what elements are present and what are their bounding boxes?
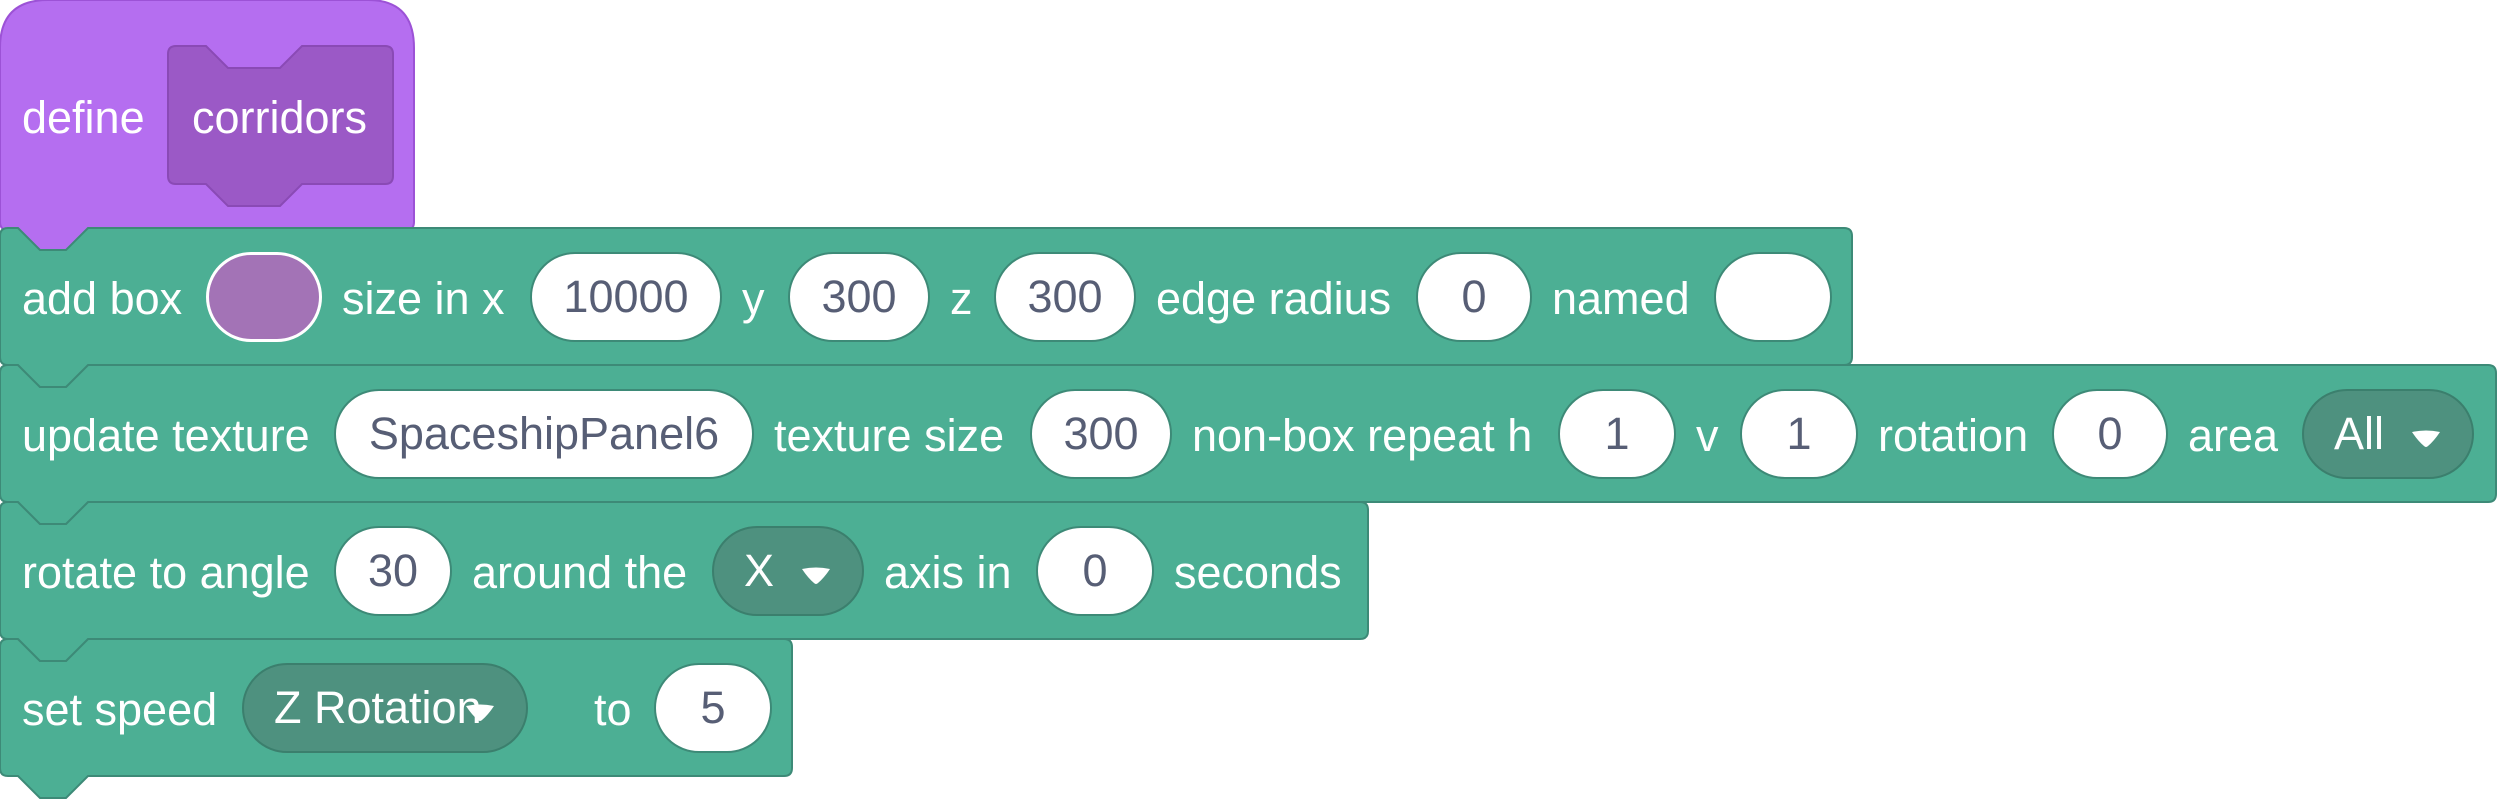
texture-size-input[interactable]: 300 — [1030, 389, 1172, 479]
chevron-down-icon — [802, 567, 830, 584]
axis-dropdown-value: X — [744, 545, 775, 596]
rotation-label: rotation — [1878, 410, 2029, 461]
size-in-x-label: size in x — [342, 273, 505, 324]
size-z-input[interactable]: 300 — [994, 252, 1136, 342]
procedure-name: corridors — [192, 92, 368, 143]
define-label: define — [22, 92, 145, 143]
texture-size-label: texture size — [774, 410, 1005, 461]
speed-input[interactable]: 5 — [654, 663, 772, 753]
area-dropdown-value: All — [2334, 408, 2385, 459]
edge-radius-input[interactable]: 0 — [1416, 252, 1532, 342]
repeat-h-label: non-box repeat h — [1192, 410, 1533, 461]
axis-dropdown[interactable]: X — [712, 526, 864, 616]
y-label: y — [742, 273, 765, 324]
chevron-down-icon — [466, 704, 494, 721]
speed-property-value: Z Rotation — [274, 682, 482, 733]
repeat-v-input[interactable]: 1 — [1740, 389, 1858, 479]
chevron-down-icon — [2412, 430, 2440, 447]
axis-in-label: axis in — [884, 547, 1012, 598]
size-x-input[interactable]: 10000 — [530, 252, 722, 342]
to-label: to — [594, 684, 632, 735]
angle-input[interactable]: 30 — [334, 526, 452, 616]
seconds-label: seconds — [1174, 547, 1342, 598]
area-dropdown[interactable]: All — [2302, 389, 2474, 479]
area-label: area — [2188, 410, 2279, 461]
repeat-h-input[interactable]: 1 — [1558, 389, 1676, 479]
duration-input[interactable]: 0 — [1036, 526, 1154, 616]
procedure-prototype-block[interactable] — [167, 45, 394, 207]
texture-name-input[interactable]: SpaceshipPanel6 — [334, 389, 754, 479]
edge-radius-label: edge radius — [1156, 273, 1392, 324]
size-y-input[interactable]: 300 — [788, 252, 930, 342]
v-label: v — [1696, 410, 1719, 461]
set-speed-label: set speed — [22, 684, 218, 735]
rotate-to-angle-label: rotate to angle — [22, 547, 310, 598]
speed-property-dropdown[interactable]: Z Rotation — [242, 663, 528, 753]
around-the-label: around the — [472, 547, 688, 598]
z-label: z — [950, 273, 973, 324]
name-input[interactable] — [1714, 252, 1832, 342]
color-swatch[interactable] — [206, 252, 322, 342]
update-texture-label: update texture — [22, 410, 310, 461]
named-label: named — [1552, 273, 1690, 324]
rotation-input[interactable]: 0 — [2052, 389, 2168, 479]
add-box-label: add box — [22, 273, 183, 324]
